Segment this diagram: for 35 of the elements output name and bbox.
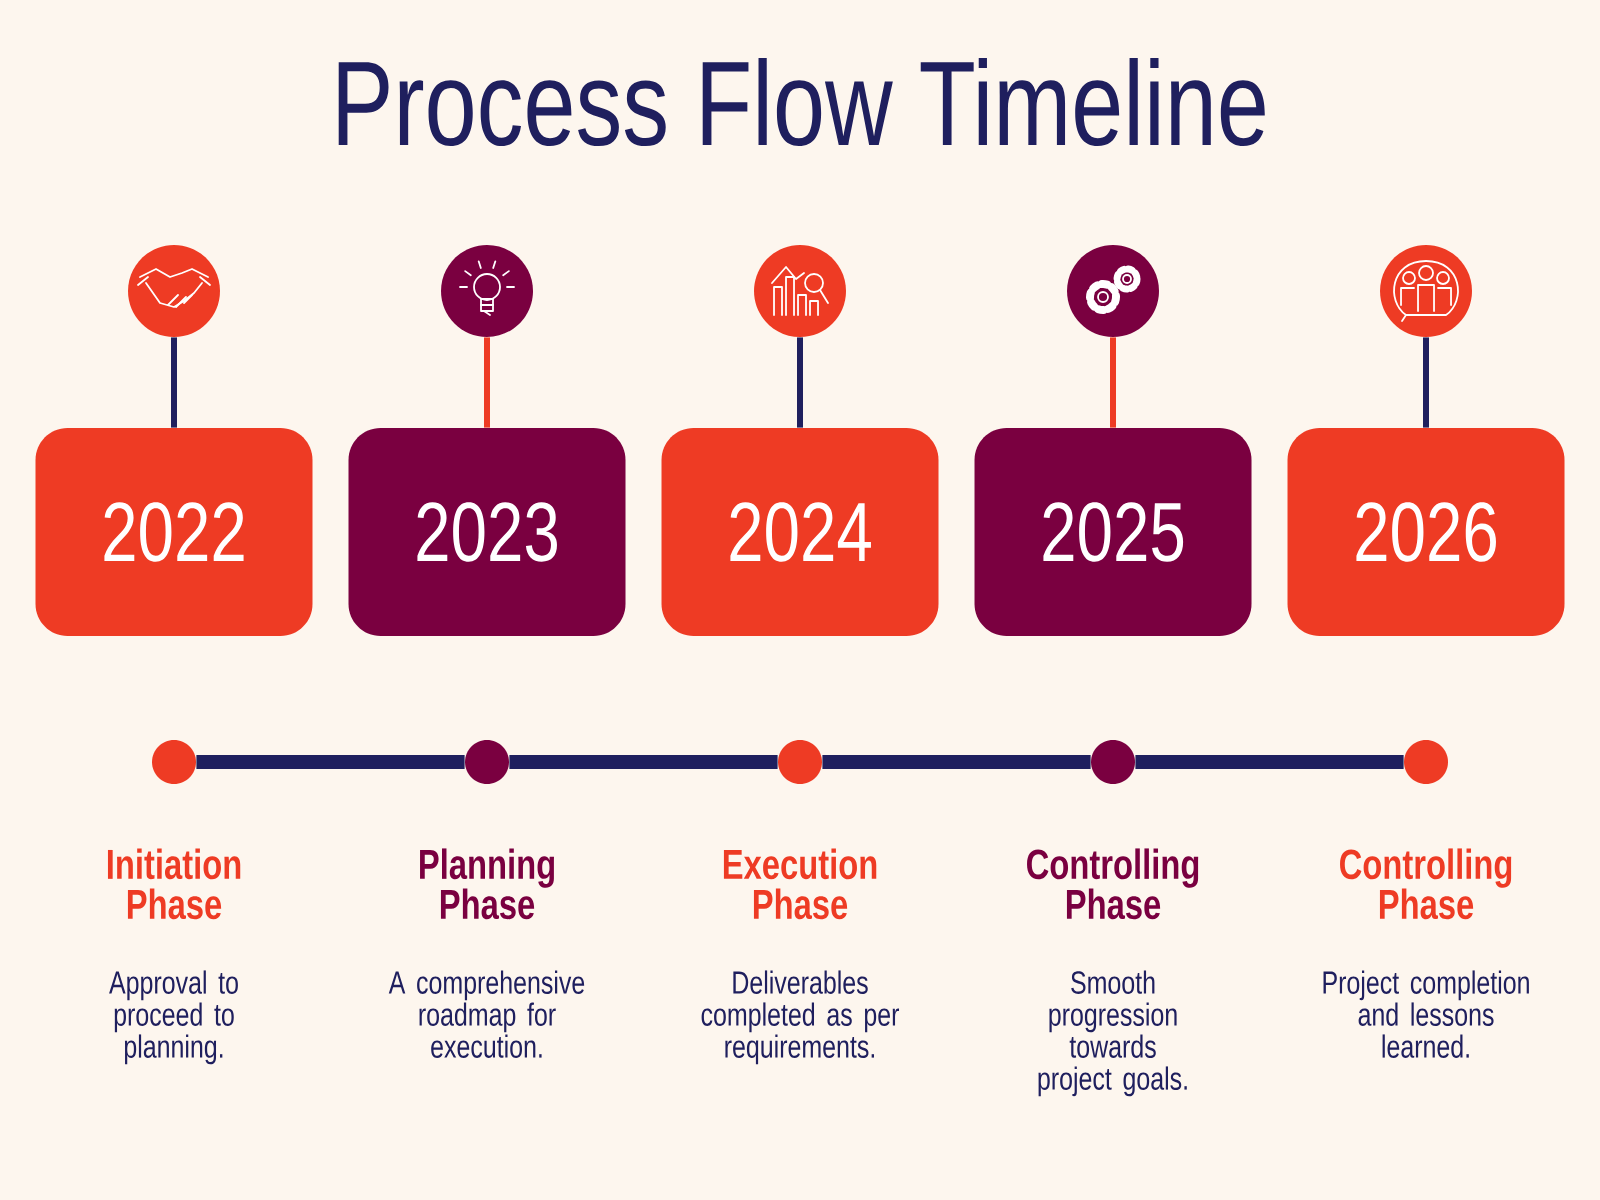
timeline-line xyxy=(196,755,465,769)
year-box: 2026 xyxy=(1287,428,1565,636)
phase-heading: Controlling Phase xyxy=(1027,848,1199,920)
phase-heading: Execution Phase xyxy=(723,848,877,920)
timeline-dot xyxy=(152,740,196,784)
phase-heading: Planning Phase xyxy=(420,848,554,920)
connector-line xyxy=(1423,337,1429,428)
title: Process Flow Timeline xyxy=(338,57,1265,147)
timeline-line xyxy=(1135,755,1404,769)
phase-description: Smooth progression towards project goals. xyxy=(1038,970,1187,1097)
connector-line xyxy=(1110,337,1116,428)
phase-heading: Controlling Phase xyxy=(1340,848,1512,920)
phase-description: Approval to proceed to planning. xyxy=(109,970,238,1065)
connector-line xyxy=(171,337,177,428)
timeline-line xyxy=(509,755,778,769)
icon-circle xyxy=(1067,245,1159,337)
phase-description: Deliverables completed as per requirements. xyxy=(701,970,899,1065)
icon-circle xyxy=(441,245,533,337)
year-box: 2023 xyxy=(348,428,626,636)
year-box: 2025 xyxy=(974,428,1252,636)
year-box: 2022 xyxy=(35,428,313,636)
connector-line xyxy=(797,337,803,428)
connector-line xyxy=(484,337,490,428)
icon-circle xyxy=(754,245,846,337)
timeline-dot xyxy=(778,740,822,784)
year-box: 2024 xyxy=(661,428,939,636)
phase-heading: Initiation Phase xyxy=(107,848,241,920)
timeline-dot xyxy=(1404,740,1448,784)
timeline-dot xyxy=(465,740,509,784)
phase-description: Project completion and lessons learned. xyxy=(1323,970,1529,1058)
icon-circle xyxy=(128,245,220,337)
timeline-line xyxy=(822,755,1091,769)
icon-circle xyxy=(1380,245,1472,337)
phase-description: A comprehensive roadmap for execution. xyxy=(388,970,585,1058)
timeline-dot xyxy=(1091,740,1135,784)
